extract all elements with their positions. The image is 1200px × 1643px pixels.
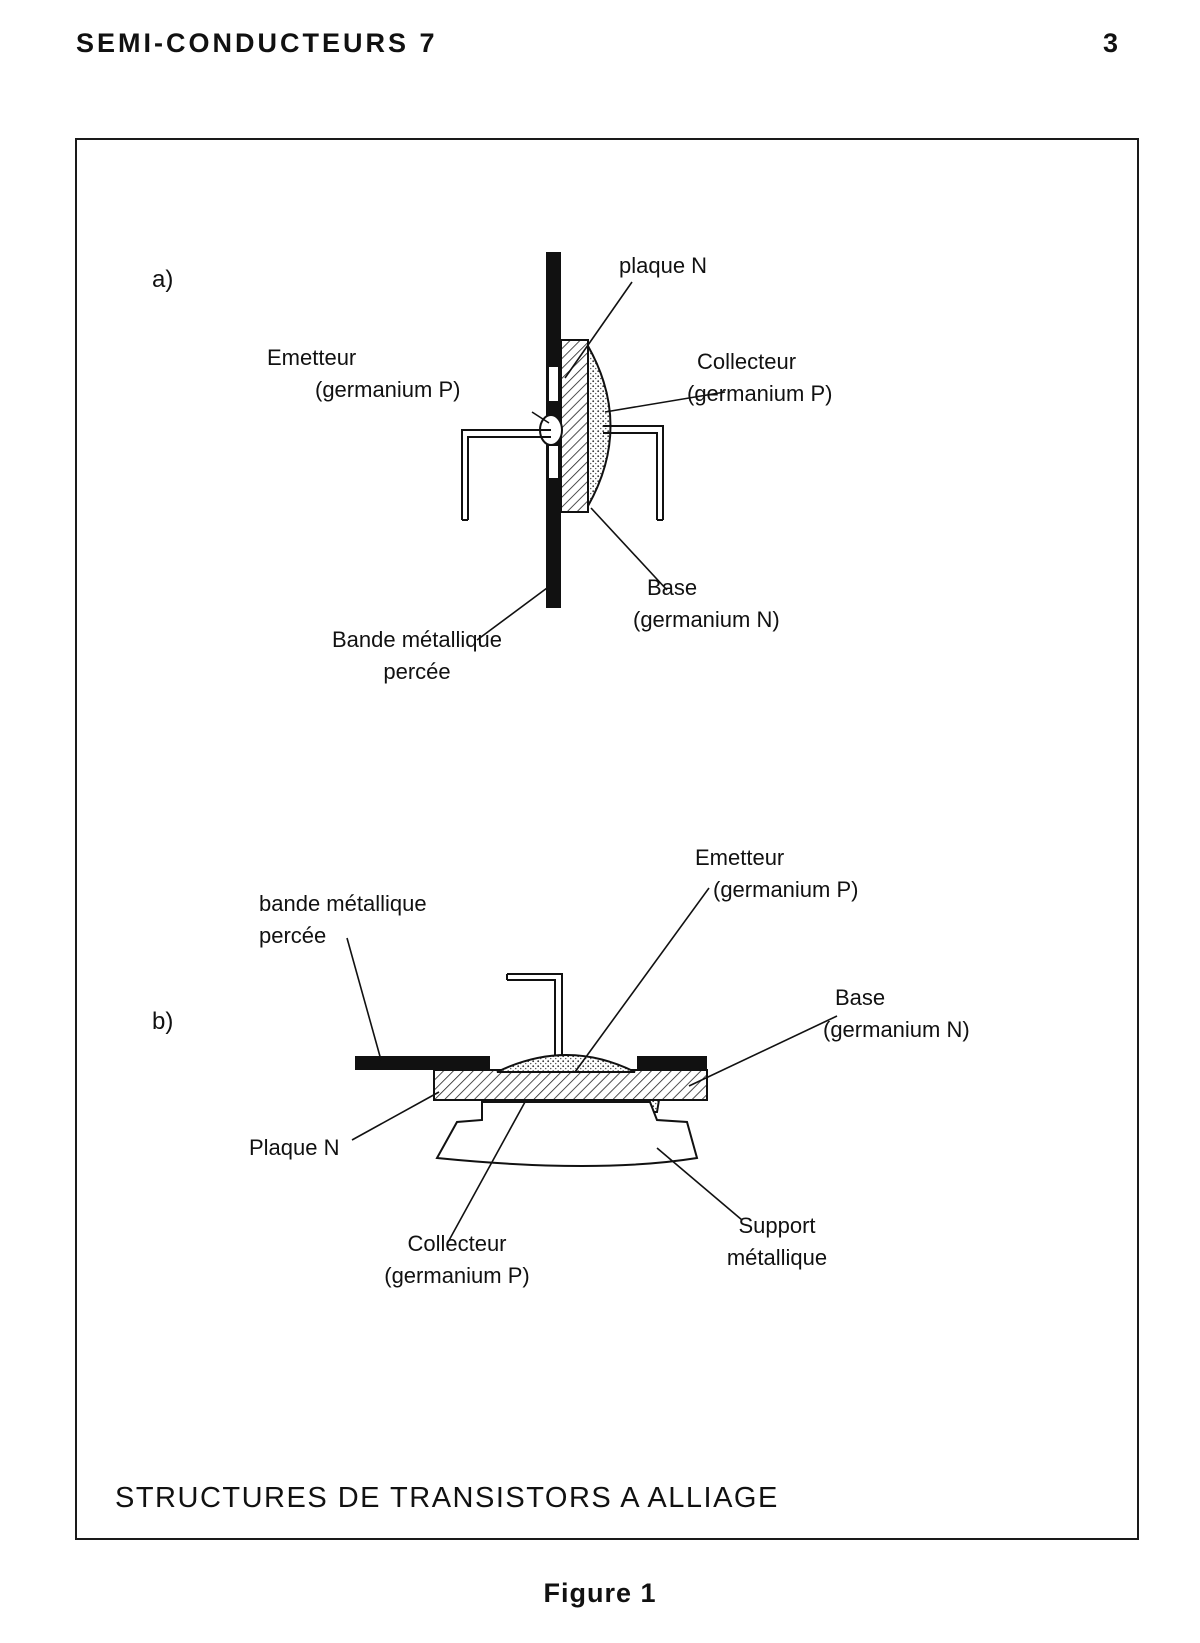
label-b-base-material: (germanium N) bbox=[823, 1017, 970, 1042]
label-b-bande-2: percée bbox=[259, 923, 327, 948]
label-b-support-1: Support bbox=[738, 1213, 816, 1238]
label-a-base: Base bbox=[647, 575, 698, 600]
metal-support-b bbox=[435, 1101, 699, 1167]
left-lead-a bbox=[461, 429, 551, 520]
n-plate-b bbox=[433, 1069, 708, 1101]
label-b-emetteur: Emetteur bbox=[695, 845, 785, 870]
label-b-plaque-n: Plaque N bbox=[249, 1135, 340, 1160]
label-a-collecteur: Collecteur bbox=[697, 349, 797, 374]
transistor-structures-drawing bbox=[346, 252, 838, 1245]
label-a-emetteur: Emetteur bbox=[267, 345, 357, 370]
diagram-b-tag: b) bbox=[152, 1008, 174, 1035]
diagram-a bbox=[461, 252, 726, 641]
label-a-bande-1: Bande métallique bbox=[331, 627, 502, 652]
label-b-collecteur: Collecteur bbox=[407, 1231, 507, 1256]
figure-frame: a) plaque N Emetteur (germanium P) Colle… bbox=[75, 138, 1139, 1540]
label-b-collecteur-material: (germanium P) bbox=[384, 1263, 530, 1288]
emitter-dome-b bbox=[496, 1054, 636, 1073]
label-b-emetteur-material: (germanium P) bbox=[713, 877, 859, 902]
figure-label: Figure 1 bbox=[543, 1578, 657, 1608]
right-lead-a bbox=[603, 425, 664, 520]
running-header-title: SEMI-CONDUCTEURS 7 bbox=[76, 28, 438, 58]
label-b-base: Base bbox=[835, 985, 886, 1010]
diagram-a-tag: a) bbox=[152, 266, 174, 293]
label-b-support-2: métallique bbox=[726, 1245, 828, 1270]
diagram-b bbox=[346, 887, 838, 1245]
metal-band-b bbox=[355, 1056, 490, 1070]
page-number: 3 bbox=[1103, 28, 1122, 58]
label-a-base-material: (germanium N) bbox=[633, 607, 780, 632]
n-plate-a bbox=[560, 339, 589, 513]
figure-caption: STRUCTURES DE TRANSISTORS A ALLIAGE bbox=[115, 1482, 779, 1514]
label-a-collecteur-material: (germanium P) bbox=[687, 381, 833, 406]
top-lead-b bbox=[507, 973, 563, 1056]
label-a-bande-2: percée bbox=[383, 659, 451, 684]
label-a-emetteur-material: (germanium P) bbox=[315, 377, 461, 402]
label-a-plaque-n: plaque N bbox=[619, 253, 708, 278]
collector-dome-a bbox=[587, 342, 612, 510]
label-b-bande-1: bande métallique bbox=[259, 891, 427, 916]
